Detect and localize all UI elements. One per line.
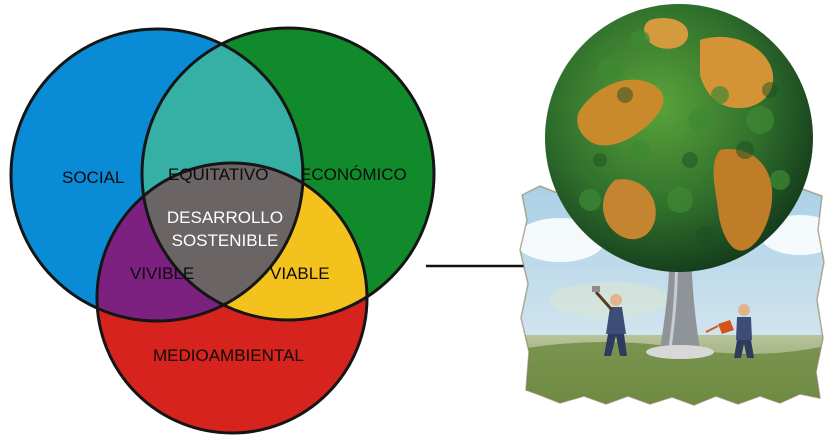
worker-right (705, 304, 754, 358)
viable-label: VIABLE (270, 264, 330, 283)
worker-left (592, 286, 627, 356)
medioambiental-label: MEDIOAMBIENTAL (153, 346, 304, 365)
economico-label: ECONÓMICO (300, 165, 407, 184)
venn-diagram: SOCIAL ECONÓMICO MEDIOAMBIENTAL EQUITATI… (9, 26, 436, 435)
sostenible-label: SOSTENIBLE (172, 231, 279, 250)
social-label: SOCIAL (62, 168, 124, 187)
vivible-label: VIVIBLE (130, 264, 194, 283)
equitativo-label: EQUITATIVO (168, 165, 268, 184)
tree-globe-icon (519, 4, 825, 406)
circle-outlines (9, 26, 436, 435)
desarrollo-label: DESARROLLO (167, 208, 283, 227)
